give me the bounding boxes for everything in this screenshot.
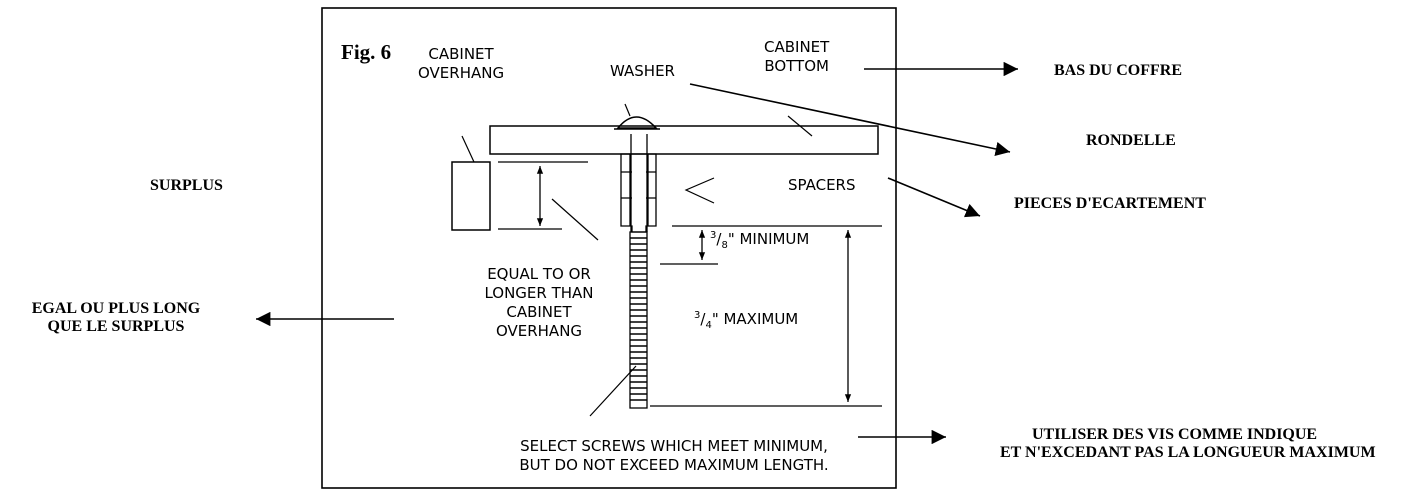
- cabinet-bottom-label: CABINET BOTTOM: [764, 38, 829, 76]
- maximum-denominator: 4: [705, 320, 712, 331]
- washer-label: WASHER: [610, 62, 675, 80]
- utiliser-line: ET N'EXCEDANT PAS LA LONGUEUR MAXIMUM: [1000, 444, 1376, 461]
- equal-longer-label: EQUAL TO OR LONGER THAN CABINET OVERHANG: [480, 265, 598, 341]
- equal-longer-line: LONGER THAN: [484, 284, 594, 302]
- minimum-numerator: 3: [710, 230, 717, 241]
- equal-longer-line: CABINET: [506, 303, 572, 321]
- select-screws-line: BUT DO NOT EXCEED MAXIMUM LENGTH.: [519, 456, 829, 474]
- surplus-label: SURPLUS: [150, 177, 223, 194]
- arrow-rondelle: [689, 83, 1011, 157]
- egal-label: EGAL OU PLUS LONG QUE LE SURPLUS: [6, 300, 226, 336]
- cabinet-overhang-label: CABINET OVERHANG: [418, 45, 504, 83]
- figure-frame: [321, 7, 897, 489]
- cabinet-bottom-line: CABINET: [764, 38, 830, 56]
- minimum-label: 3/8" MINIMUM: [710, 230, 810, 251]
- maximum-text: " MAXIMUM: [711, 310, 799, 328]
- spacers-shape: [620, 153, 657, 233]
- select-screws-line: SELECT SCREWS WHICH MEET MINIMUM,: [520, 437, 828, 455]
- minimum-text: " MINIMUM: [727, 230, 810, 248]
- cabinet-overhang-line: CABINET: [428, 45, 494, 63]
- figure-label: Fig. 6: [341, 40, 392, 64]
- spacers-label: SPACERS: [788, 176, 856, 194]
- rondelle-label: RONDELLE: [1086, 132, 1176, 149]
- utiliser-line: UTILISER DES VIS COMME INDIQUE: [1032, 426, 1318, 443]
- arrow-pieces: [887, 177, 981, 218]
- screw-head-shape: [616, 116, 658, 129]
- pieces-label: PIECES D'ECARTEMENT: [1014, 195, 1206, 212]
- cabinet-bottom-shape: [489, 125, 879, 155]
- maximum-label: 3/4" MAXIMUM: [694, 310, 799, 331]
- equal-longer-line: EQUAL TO OR: [487, 265, 591, 283]
- bas-du-coffre-label: BAS DU COFFRE: [1054, 62, 1183, 79]
- minimum-denominator: 8: [721, 240, 728, 251]
- equal-longer-line: OVERHANG: [495, 322, 583, 340]
- utiliser-label: UTILISER DES VIS COMME INDIQUE ET N'EXCE…: [1000, 426, 1421, 462]
- cabinet-bottom-line: BOTTOM: [764, 57, 829, 75]
- egal-line: EGAL OU PLUS LONG: [31, 300, 201, 317]
- screw-threads: [629, 231, 648, 409]
- maximum-numerator: 3: [694, 310, 701, 321]
- cabinet-overhang-shape: [451, 161, 491, 231]
- select-screws-label: SELECT SCREWS WHICH MEET MINIMUM, BUT DO…: [484, 437, 864, 475]
- egal-line: QUE LE SURPLUS: [47, 318, 185, 335]
- cabinet-overhang-line: OVERHANG: [418, 64, 505, 82]
